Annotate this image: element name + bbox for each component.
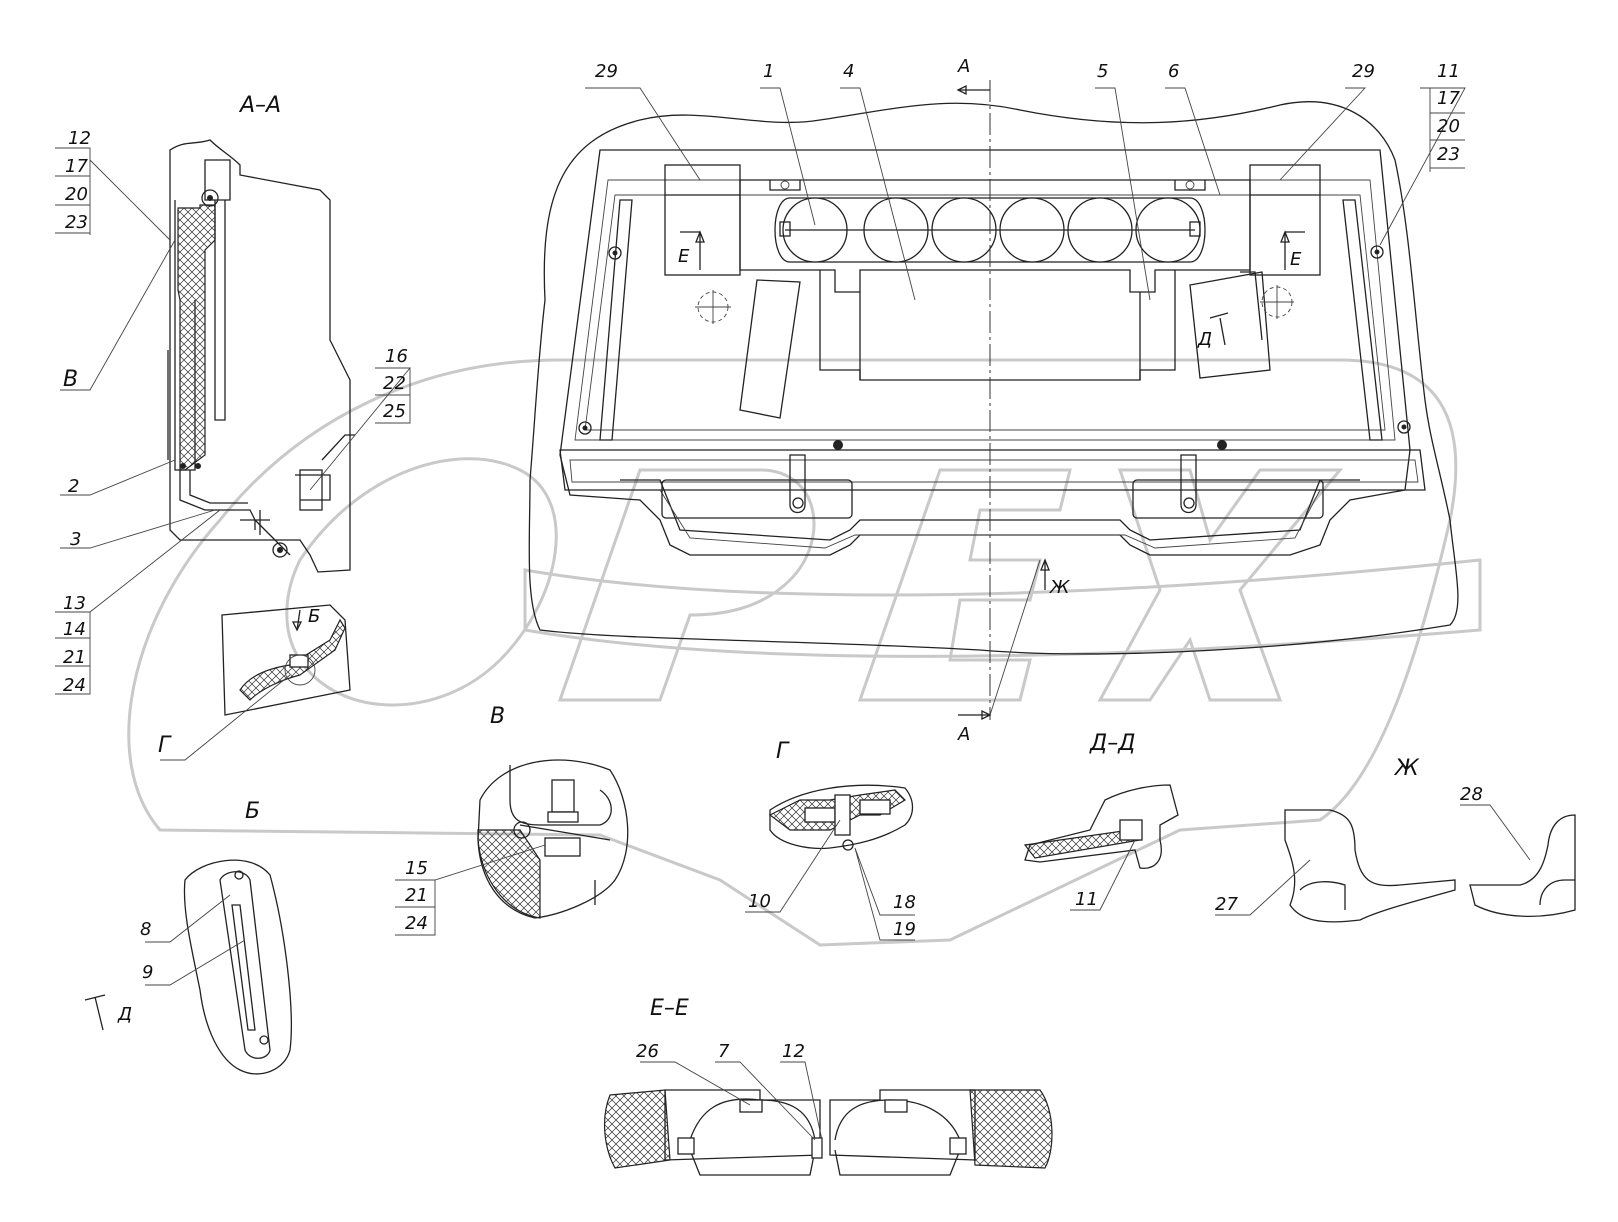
view-label-dd: Д–Д <box>1089 731 1135 756</box>
detail-v <box>395 759 629 936</box>
callout-23-aa: 23 <box>65 212 88 233</box>
callout-23-main: 23 <box>1437 144 1460 165</box>
callout-3: 3 <box>70 529 81 550</box>
section-aa <box>167 139 355 573</box>
callout-9: 9 <box>142 962 153 983</box>
callout-14: 14 <box>63 619 86 640</box>
callout-24-v: 24 <box>405 913 428 934</box>
callout-1: 1 <box>763 61 774 82</box>
callout-22: 22 <box>383 373 406 394</box>
callout-24-aa: 24 <box>63 675 86 696</box>
detail-b <box>160 604 351 761</box>
callout-7: 7 <box>718 1041 730 1062</box>
callout-12-aa: 12 <box>68 128 91 149</box>
callout-21-v: 21 <box>405 885 428 906</box>
marker-e-left: Е <box>678 246 690 267</box>
view-label-v: В <box>490 704 505 729</box>
callout-8: 8 <box>140 919 151 940</box>
callout-13: 13 <box>63 593 86 614</box>
callout-2: 2 <box>68 476 79 497</box>
callout-17-main: 17 <box>1437 88 1460 109</box>
view-label-ee: Е–Е <box>650 996 689 1021</box>
main-view <box>528 80 1459 721</box>
view-label-b: Б <box>245 799 260 824</box>
view-label-zh: Ж <box>1393 756 1420 781</box>
marker-e-right: Е <box>1290 249 1302 270</box>
watermark-logo <box>127 358 1482 947</box>
callout-19: 19 <box>893 919 916 940</box>
marker-d-main: Д <box>1197 329 1212 350</box>
callout-16: 16 <box>385 346 408 367</box>
callout-20-main: 20 <box>1437 116 1460 137</box>
marker-zh-main: Ж <box>1049 577 1070 598</box>
detail-g <box>745 784 915 941</box>
callout-20-aa: 20 <box>65 184 88 205</box>
callout-15: 15 <box>405 858 428 879</box>
callouts-main <box>585 87 1466 301</box>
callout-4: 4 <box>843 61 854 82</box>
callout-11-dd: 11 <box>1075 889 1098 910</box>
callout-18: 18 <box>893 892 916 913</box>
callout-12-ee: 12 <box>782 1041 805 1062</box>
view-label-g: Г <box>776 739 790 764</box>
callout-28: 28 <box>1460 784 1483 805</box>
callout-27: 27 <box>1215 894 1238 915</box>
section-ee <box>604 1061 1053 1176</box>
view-ref-v: В <box>63 367 78 392</box>
view-label-aa: А–А <box>238 93 281 118</box>
callout-17-aa: 17 <box>65 156 88 177</box>
callout-11-main: 11 <box>1437 61 1460 82</box>
detail-d-lens <box>84 859 292 1075</box>
marker-a-top: А <box>957 56 970 77</box>
callout-29-left: 29 <box>595 61 618 82</box>
view-ref-g: Г <box>158 733 172 758</box>
marker-a-bottom: А <box>957 724 970 745</box>
callout-26: 26 <box>636 1041 659 1062</box>
callouts-aa <box>55 147 411 695</box>
callout-5: 5 <box>1097 61 1108 82</box>
callout-29-right: 29 <box>1352 61 1375 82</box>
callout-21-aa: 21 <box>63 647 86 668</box>
detail-zh <box>1215 804 1576 923</box>
marker-d-lens: Д <box>117 1004 132 1025</box>
detail-dd <box>1023 784 1179 911</box>
callout-25: 25 <box>383 401 406 422</box>
callout-6: 6 <box>1168 61 1179 82</box>
marker-b-detail: Б <box>308 606 320 627</box>
callout-10: 10 <box>748 891 771 912</box>
